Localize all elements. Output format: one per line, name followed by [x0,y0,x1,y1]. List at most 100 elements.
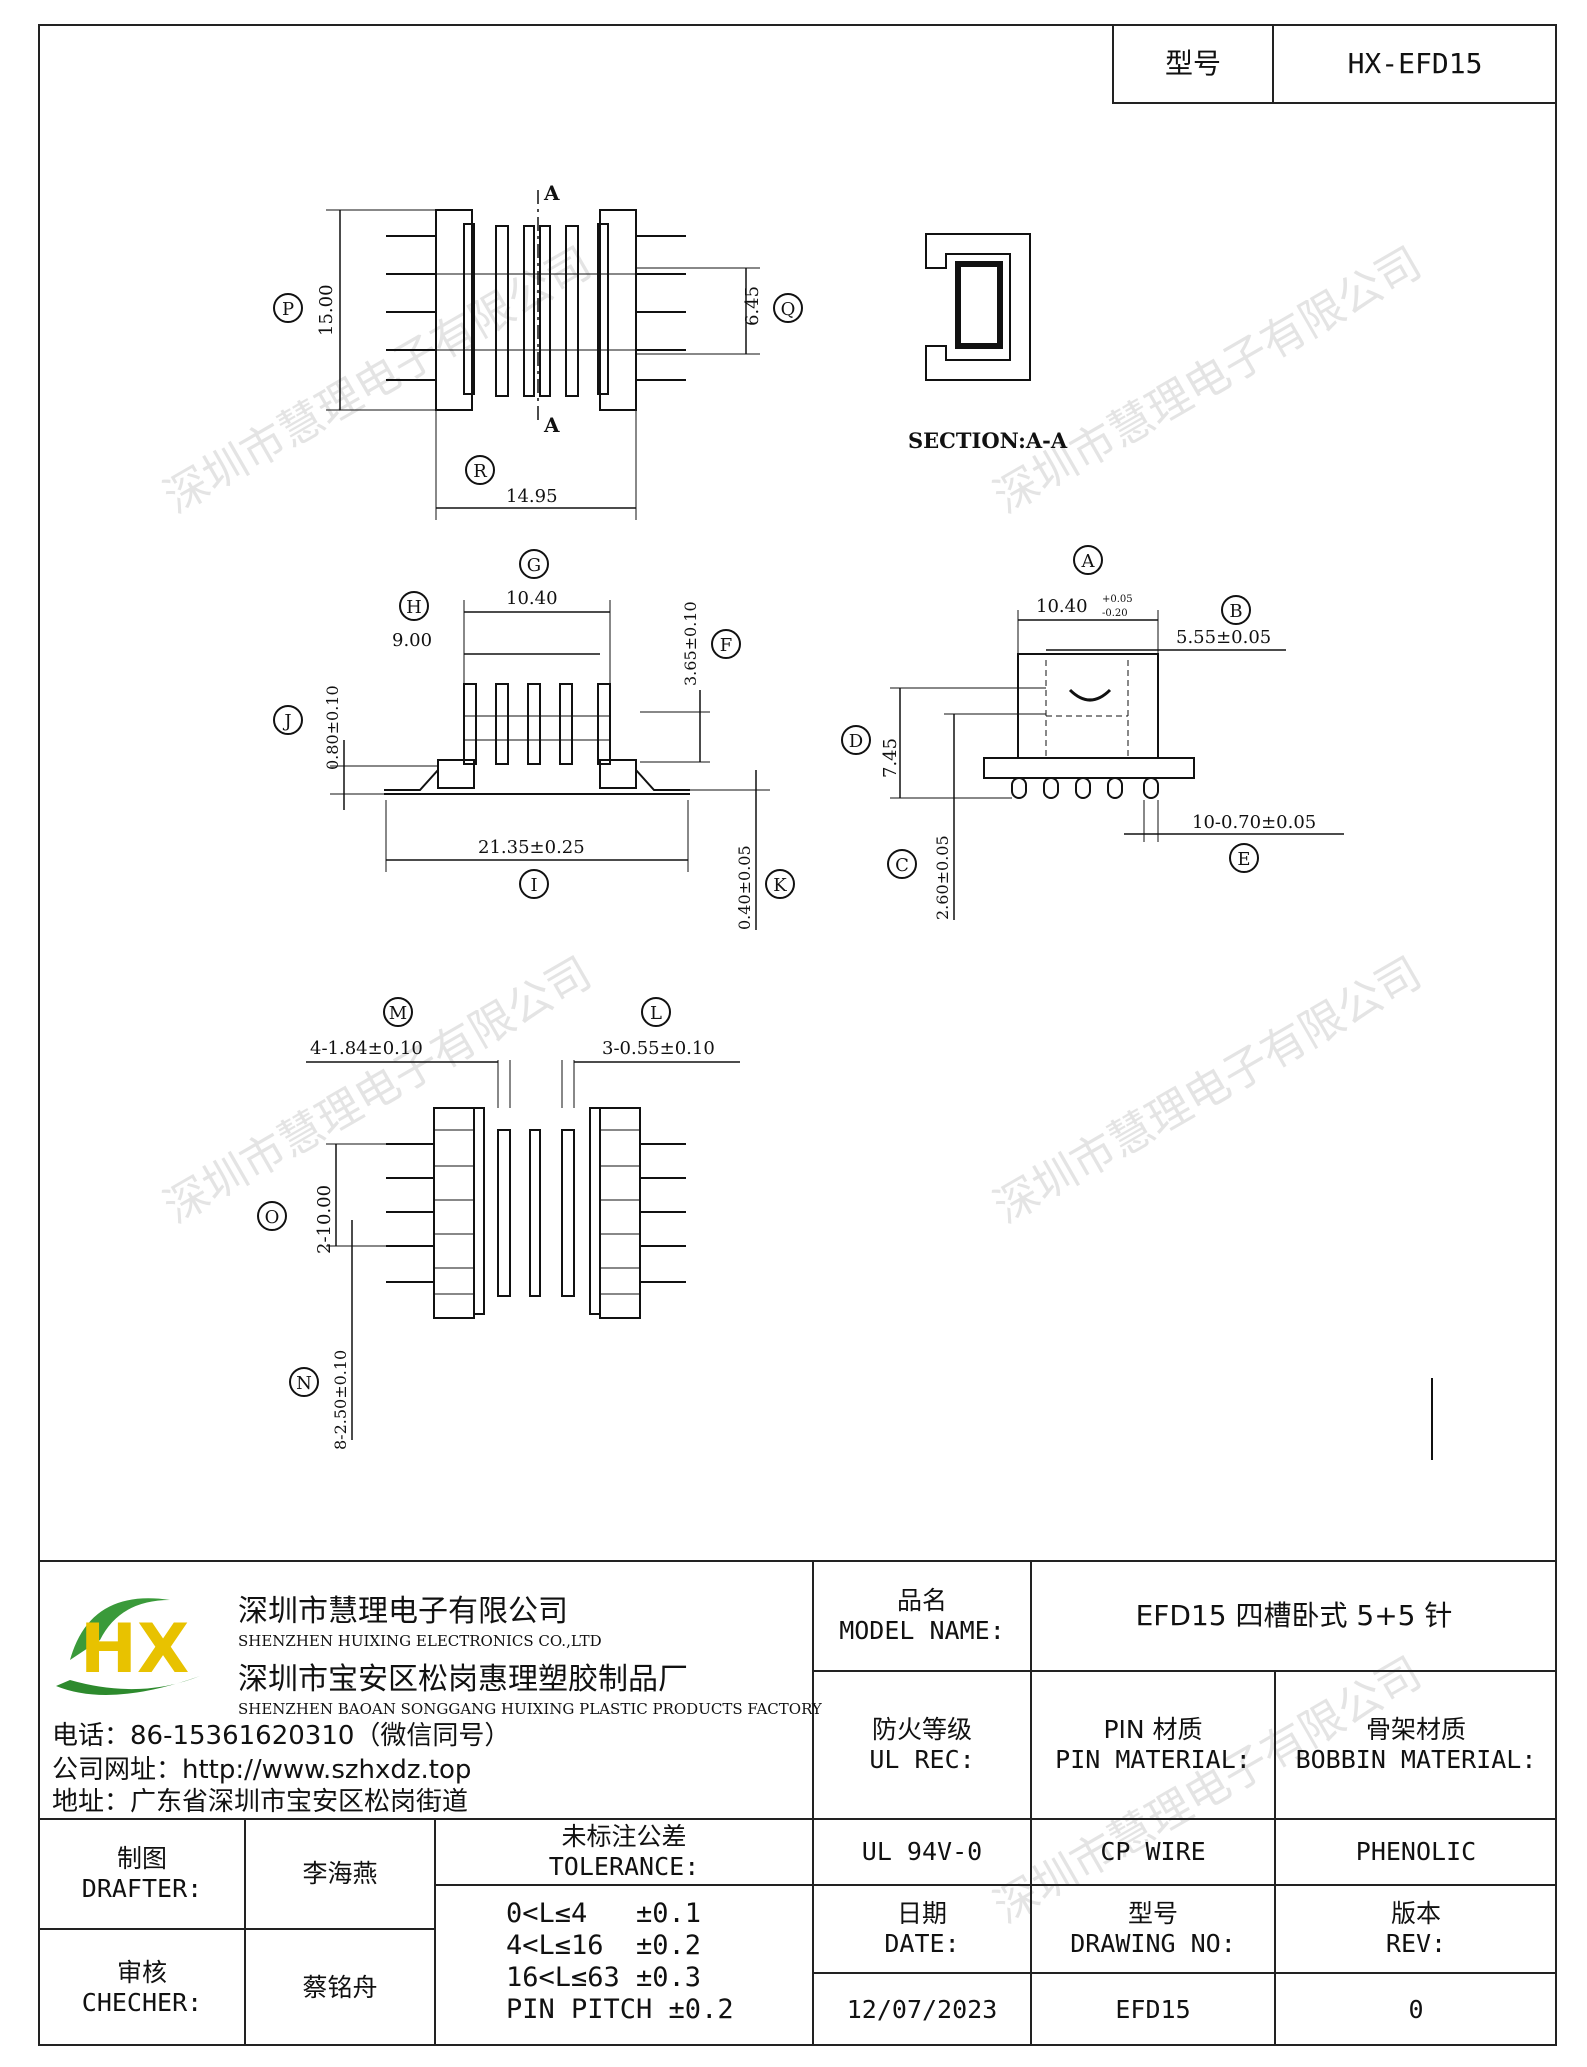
drawing-no-label-cn: 型号 [1127,1899,1178,1928]
factory-name-en: SHENZHEN BAOAN SONGGANG HUIXING PLASTIC … [238,1700,822,1718]
callout-o [257,1201,287,1231]
callout-f-label: F [720,635,733,656]
dim-15: 15.00 [316,284,337,336]
company-phone: 电话：86-15361620310（微信同号） [52,1721,511,1751]
bobbin-material-value: PHENOLIC [1355,1837,1477,1866]
callout-m-label: M [389,1003,407,1024]
grid-h-1972 [812,1972,1557,1974]
callout-n-label: N [296,1373,312,1394]
callout-c-label: C [895,855,909,876]
callout-p-label: P [282,299,294,320]
dim-L: 3-0.55±0.10 [602,1038,715,1059]
dim-645: 6.45 [742,286,763,326]
dim-A-tol-bot: -0.20 [1102,608,1128,619]
grid-h-1928 [38,1928,434,1930]
model-name-label-cn: 品名 [896,1586,947,1615]
callout-o-label: O [265,1207,280,1228]
dim-O: 2-10.00 [314,1185,335,1254]
rev-label-en: REV: [1385,1929,1447,1958]
factory-name-cn: 深圳市宝安区松岗惠理塑胶制品厂 [238,1662,688,1697]
callout-r-label: R [473,461,487,482]
checker-label-en: CHECHER: [81,1988,203,2017]
dim-N: 8-2.50±0.10 [331,1350,350,1450]
dim-A-tol-top: +0.05 [1102,594,1133,605]
callout-i [519,869,549,899]
tolerance-label-en: TOLERANCE: [548,1852,700,1881]
technical-drawing: A A 15.00 6.45 14.95 P Q R SECTION:A-A [257,181,1433,1460]
header-type-value: HX-EFD15 [1347,46,1483,80]
header-divider [1112,24,1114,104]
date-label-cn: 日期 [896,1899,947,1928]
callout-d-label: D [849,731,863,752]
header-bottom [1112,102,1557,104]
pin-material-value: CP WIRE [1100,1837,1206,1866]
drafter-value: 李海燕 [302,1859,378,1888]
callout-r [465,455,495,485]
grid-h-1884-left [434,1884,812,1886]
dim-C: 2.60±0.05 [933,835,952,920]
tolerance-line: 4<L≤16 ±0.2 [506,1930,702,1961]
tolerance-line: 0<L≤4 ±0.1 [506,1898,702,1929]
front-view [330,600,770,930]
company-logo: HX [56,1598,200,1695]
header-mid [1272,24,1274,104]
dim-1495: 14.95 [506,486,558,507]
callout-q [773,293,803,323]
model-name-value: EFD15 四槽卧式 5+5 针 [1135,1598,1453,1632]
drafter-label-cn: 制图 [116,1844,167,1873]
bottom-view [306,1060,740,1440]
tolerance-label-cn: 未标注公差 [561,1822,687,1851]
callout-j [273,705,303,735]
callout-e-label: E [1237,849,1250,870]
checker-value: 蔡铭舟 [302,1973,378,2002]
grid-v-244 [244,1818,246,2046]
title-block-top [38,1560,1557,1562]
callout-k [765,869,795,899]
grid-v-1030 [1030,1560,1032,2046]
company-name-en: SHENZHEN HUIXING ELECTRONICS CO.,LTD [238,1632,602,1650]
pin-material-label-cn: PIN 材质 [1103,1715,1203,1744]
date-label: 日期 DATE: [814,1886,1030,1972]
dim-900: 9.00 [392,630,432,651]
tolerance-label: 未标注公差 TOLERANCE: [436,1820,812,1884]
model-name-label-en: MODEL NAME: [839,1616,1005,1645]
section-marker-bottom: A [543,413,560,437]
top-view [326,190,760,520]
date-value: 12/07/2023 [846,1995,998,2024]
callout-l [641,997,671,1027]
drawing-no-label: 型号 DRAWING NO: [1032,1886,1274,1972]
checker-label-cn: 审核 [116,1958,167,1987]
callout-a [1073,545,1103,575]
dim-365: 3.65±0.10 [681,601,700,686]
ul-label-cn: 防火等级 [871,1715,972,1744]
page-frame [38,24,1557,2046]
dim-080: 0.80±0.10 [323,685,342,770]
bobbin-material-label: 骨架材质 BOBBIN MATERIAL: [1276,1672,1556,1818]
dim-E: 10-0.70±0.05 [1192,812,1316,833]
drafter-label: 制图 DRAFTER: [40,1820,244,1928]
callout-b [1221,595,1251,625]
callout-f [711,629,741,659]
pin-material-label-en: PIN MATERIAL: [1055,1745,1251,1774]
company-website[interactable]: 公司网址：http://www.szhxdz.top [52,1755,472,1785]
drawing-no-label-en: DRAWING NO: [1070,1929,1236,1958]
callout-g [519,549,549,579]
callout-n [289,1367,319,1397]
bobbin-material-label-en: BOBBIN MATERIAL: [1295,1745,1537,1774]
company-name-cn: 深圳市慧理电子有限公司 [238,1594,568,1629]
company-address: 地址：广东省深圳市宝安区松岗街道 [52,1787,469,1817]
grid-v-434 [434,1818,436,2046]
callout-a-label: A [1081,551,1096,572]
grid-v-812 [812,1560,814,2046]
callout-b-label: B [1229,601,1242,622]
dim-1040: 10.40 [506,588,558,609]
section-marker-top: A [543,181,560,205]
grid-h-1884 [812,1884,1557,1886]
tolerance-line: 16<L≤63 ±0.3 [506,1962,702,1993]
ul-label-en: UL REC: [869,1745,975,1774]
callout-j-label: J [282,711,291,732]
callout-g-label: G [527,555,541,576]
rev-value: 0 [1408,1995,1424,2024]
logo-text: HX [80,1610,189,1689]
ul-label: 防火等级 UL REC: [814,1672,1030,1818]
